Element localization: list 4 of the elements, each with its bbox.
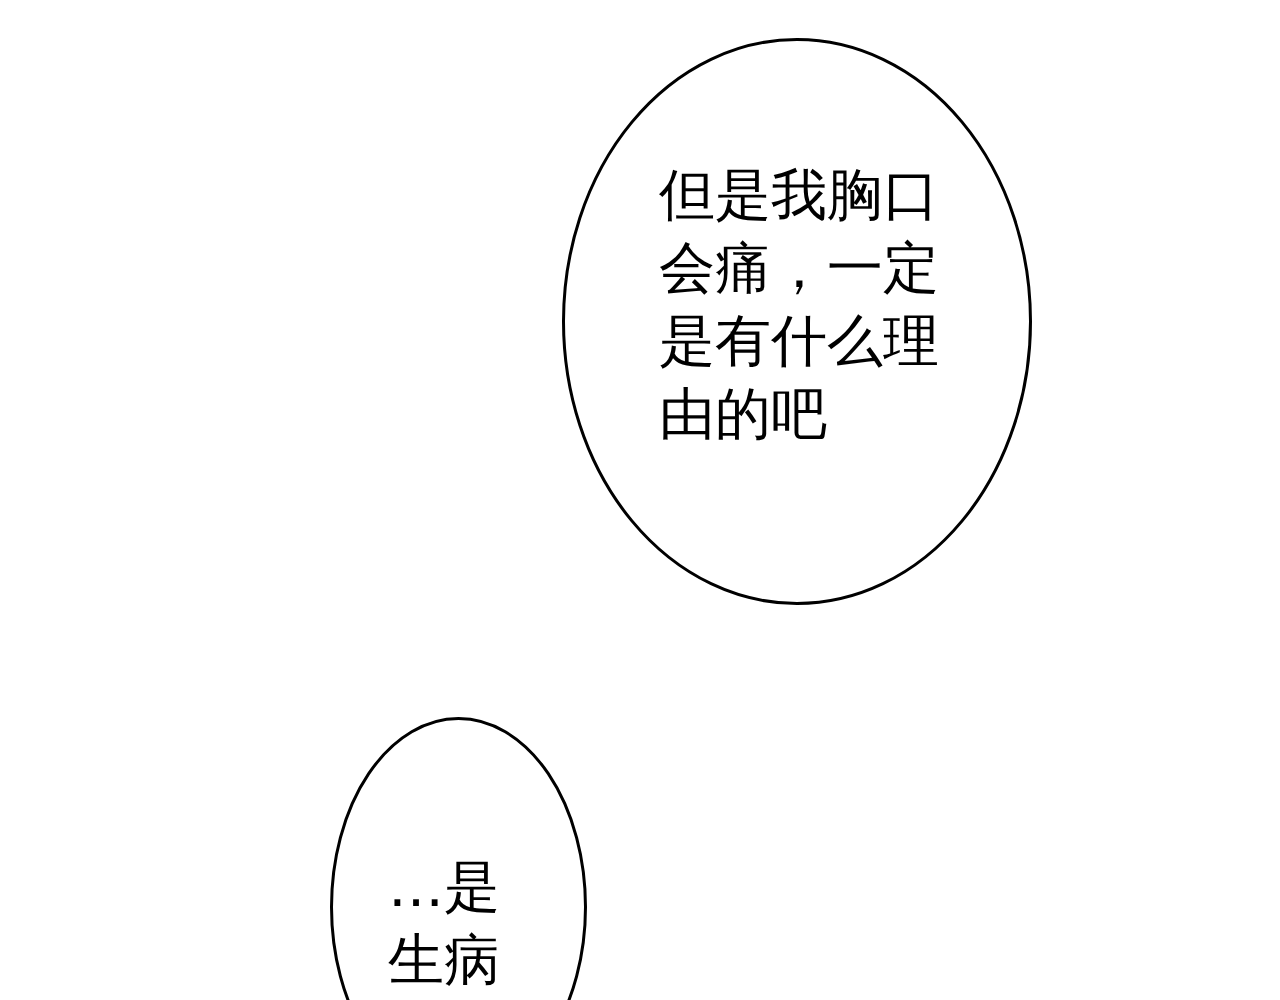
speech-bubble bbox=[562, 38, 1032, 605]
speech-text: …是生病 bbox=[388, 853, 501, 994]
speech-bubble bbox=[330, 717, 587, 1000]
speech-text: 但是我胸口会痛，一定是有什么理由的吧 bbox=[659, 161, 940, 448]
